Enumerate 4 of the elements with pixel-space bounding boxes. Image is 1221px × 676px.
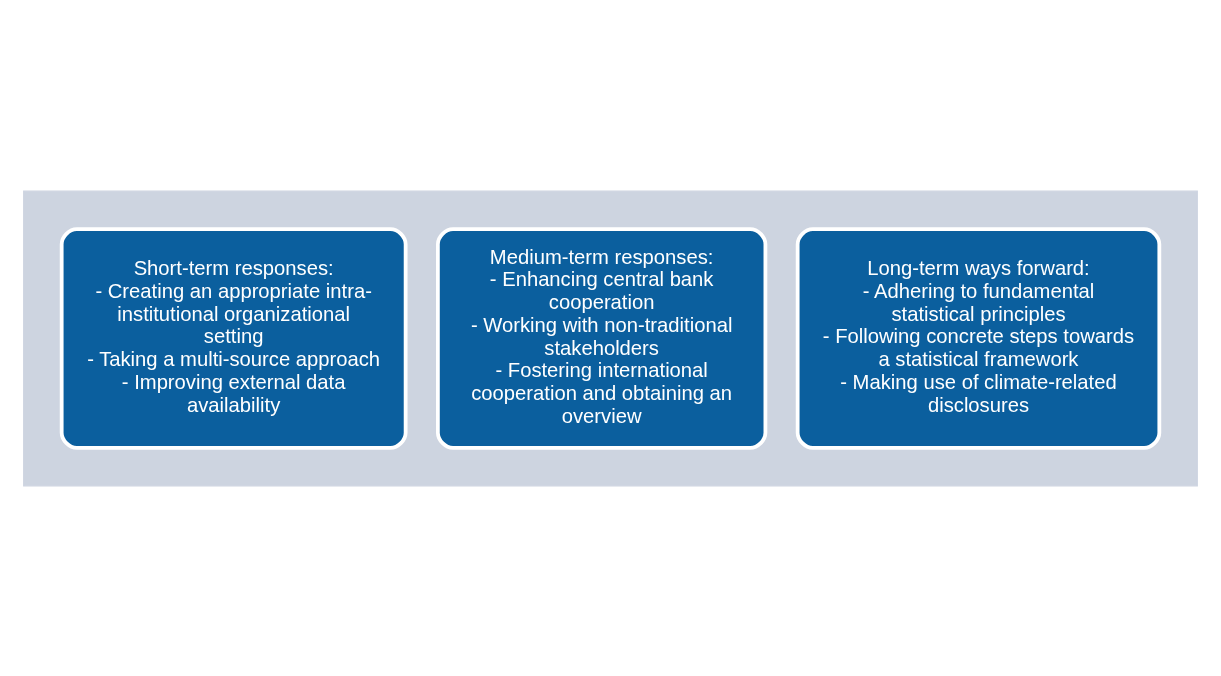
node-box: Short-term responses: - Creating an appropriate intra-institutional organizational setting - Taking a multi-source approach - Improving external data availability [59, 226, 408, 450]
cluster [23, 190, 1198, 486]
node-box: Long-term ways forward: - Adhering to fundamental statistical principles - Following concrete steps towards a statistical framework - Making use of climate-related disclosures [795, 226, 1162, 450]
node-box: Medium-term responses: - Enhancing central bank cooperation - Working with non-traditional stakeholders - Fostering international cooperation and obtaining an overview [436, 226, 768, 450]
